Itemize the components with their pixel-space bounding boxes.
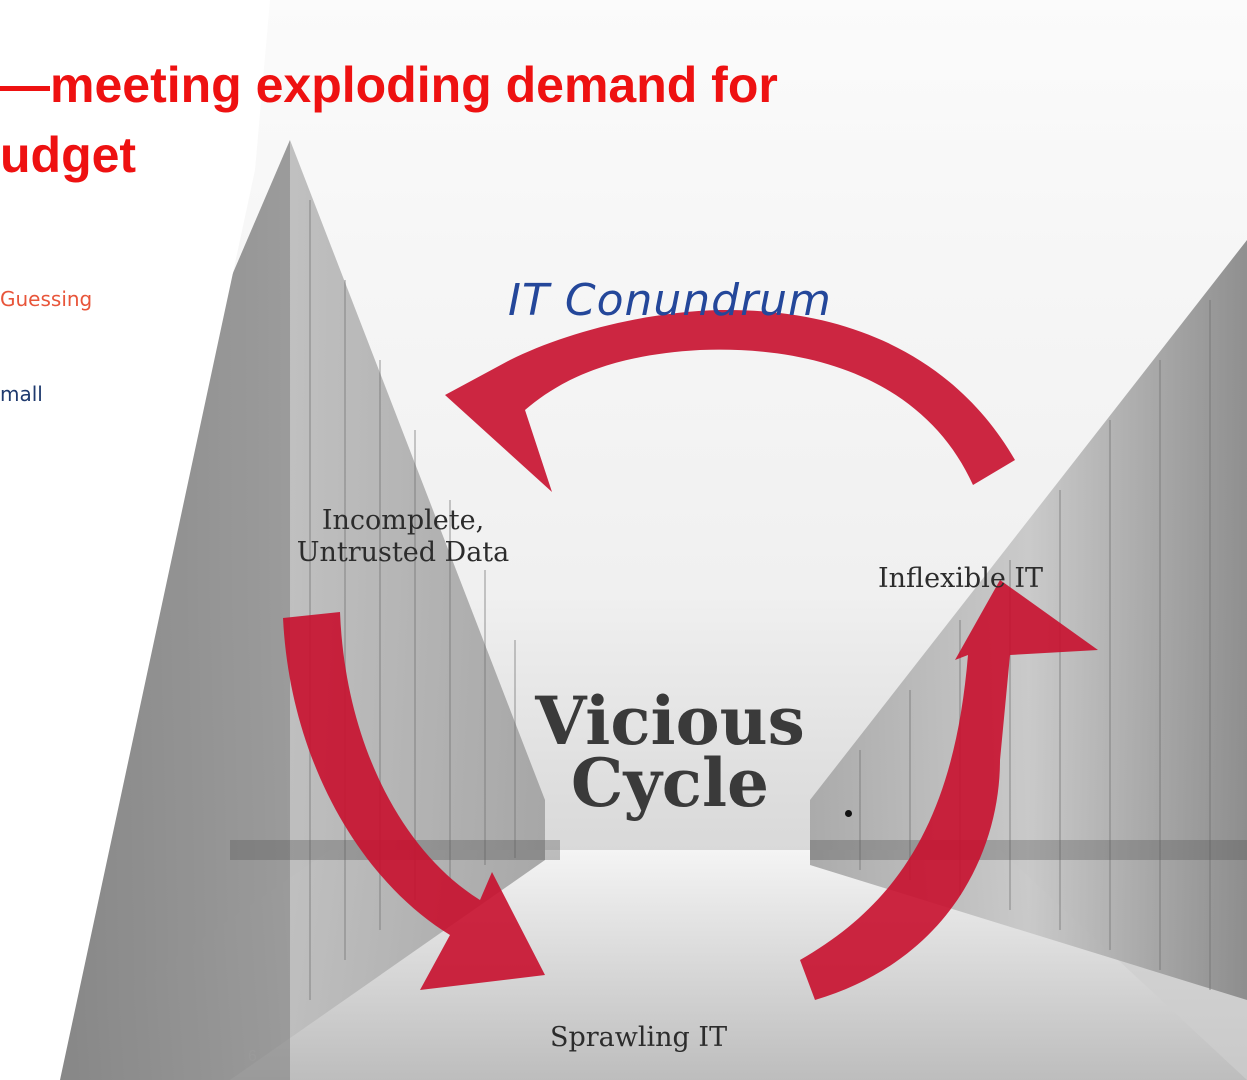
center-title-line-2: Cycle: [570, 744, 770, 822]
arrow-top: [445, 309, 1015, 492]
arrow-right: [800, 580, 1098, 1000]
bullet-guessing: Guessing: [0, 287, 93, 311]
node-incomplete-untrusted-data: Incomplete, Untrusted Data: [258, 505, 548, 569]
bullet-small: mall: [0, 382, 43, 406]
node-sprawling-it: Sprawling IT: [550, 1022, 728, 1053]
center-title-line-1: Vicious: [535, 682, 805, 760]
stray-dot: [845, 810, 852, 817]
slide-title-line-1: —meeting exploding demand for: [0, 57, 778, 113]
page-number: 6: [248, 1048, 257, 1065]
node-inflexible-it: Inflexible IT: [878, 563, 1044, 594]
arrow-left: [283, 612, 545, 990]
node-incomplete-line-1: Incomplete,: [321, 505, 485, 536]
subtitle-it-conundrum: IT Conundrum: [508, 275, 832, 326]
slide-title-line-2: udget: [0, 127, 137, 183]
node-incomplete-line-2: Untrusted Data: [296, 537, 510, 568]
center-title-vicious-cycle: Vicious Cycle: [520, 682, 820, 822]
